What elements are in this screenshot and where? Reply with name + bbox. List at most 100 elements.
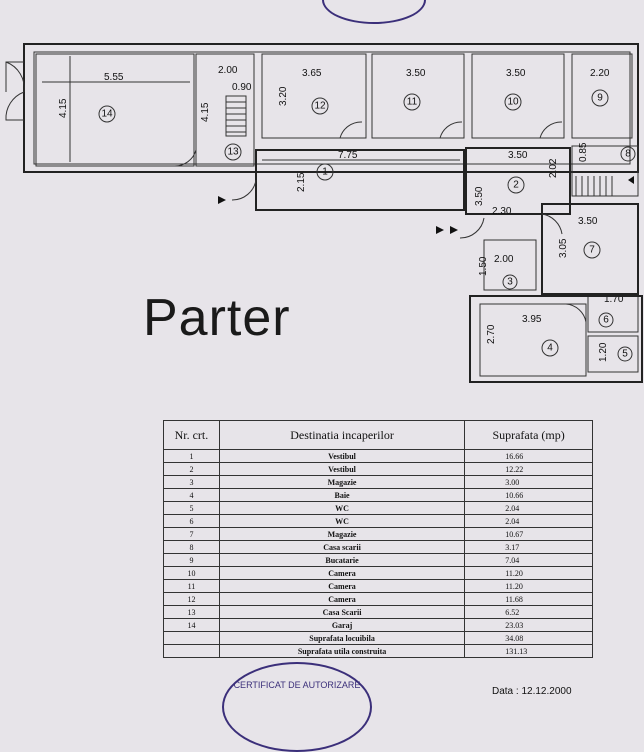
room-3 xyxy=(483,239,537,291)
cell-area: 2.04 xyxy=(464,514,593,528)
room-1-number: 1 xyxy=(322,167,328,178)
cell-nr: 12 xyxy=(163,592,220,606)
top-block-outline xyxy=(23,43,639,173)
room-14-number: 14 xyxy=(101,109,113,120)
dim-r14-h: 4.15 xyxy=(58,98,69,118)
cell-destination: Camera xyxy=(218,579,466,593)
room-11 xyxy=(371,53,465,139)
cell-destination: WC xyxy=(218,514,466,528)
room-8 xyxy=(571,145,639,197)
stairs-8 xyxy=(575,176,613,196)
cell-area: 23.03 xyxy=(464,618,593,632)
cell-destination: Garaj xyxy=(218,618,466,632)
dim-r2-s: 2.02 xyxy=(548,158,559,178)
cell-destination: Suprafata locuibila xyxy=(218,631,466,645)
cell-nr: 3 xyxy=(163,475,220,489)
cell-area: 6.52 xyxy=(464,605,593,619)
dim-r12-h: 3.20 xyxy=(278,86,289,106)
cell-destination: Suprafata utila construita xyxy=(218,644,466,658)
cell-nr: 5 xyxy=(163,501,220,515)
room-13-number: 13 xyxy=(227,147,239,158)
dim-r3-h: 1.50 xyxy=(478,256,489,276)
cell-destination: Baie xyxy=(218,488,466,502)
dim-r4-h: 2.70 xyxy=(486,324,497,344)
cell-nr: 7 xyxy=(163,527,220,541)
cell-area: 131.13 xyxy=(464,644,593,658)
dim-r13-s: 0.90 xyxy=(232,82,252,93)
room-4 xyxy=(479,303,587,377)
page-title: Parter xyxy=(143,289,291,347)
dim-r3-w1: 2.30 xyxy=(492,206,512,217)
dim-r9-w: 2.20 xyxy=(590,68,610,79)
cell-nr: 9 xyxy=(163,553,220,567)
cell-destination: Casa scarii xyxy=(218,540,466,554)
garage-door xyxy=(5,61,25,93)
dim-r3-w2: 2.00 xyxy=(494,254,514,265)
room-7 xyxy=(541,203,639,295)
dim-r13-h: 4.15 xyxy=(200,102,211,122)
cell-nr: 2 xyxy=(163,462,220,476)
room-6-number: 6 xyxy=(603,315,609,326)
cell-area: 10.67 xyxy=(464,527,593,541)
dim-r2-w: 3.50 xyxy=(508,150,528,161)
dim-r12-w: 3.65 xyxy=(302,68,322,79)
cell-area: 11.20 xyxy=(464,579,593,593)
cell-area: 11.20 xyxy=(464,566,593,580)
room-13 xyxy=(195,53,255,167)
cell-destination: Camera xyxy=(218,566,466,580)
cell-destination: Camera xyxy=(218,592,466,606)
table-header-row: Nr. crt. Destinatia incaperilor Suprafat… xyxy=(163,420,593,450)
cell-destination: Casa Scarii xyxy=(218,605,466,619)
dim-r11-w: 3.50 xyxy=(406,68,426,79)
room-3-number: 3 xyxy=(507,277,513,288)
cell-area: 12.22 xyxy=(464,462,593,476)
dim-r2-h: 3.50 xyxy=(474,186,485,206)
cell-destination: Vestibul xyxy=(218,449,466,463)
room-5-number: 5 xyxy=(622,349,628,360)
cell-area: 3.17 xyxy=(464,540,593,554)
dim-r6-w: 1.70 xyxy=(604,294,624,305)
cell-area: 7.04 xyxy=(464,553,593,567)
entrance-arrow xyxy=(218,196,226,204)
dim-r1-w: 7.75 xyxy=(338,150,358,161)
room-5 xyxy=(587,335,639,373)
room-12 xyxy=(261,53,367,139)
dim-r7-h: 3.05 xyxy=(558,238,569,258)
room-14 xyxy=(35,53,195,167)
cell-nr xyxy=(163,631,220,645)
dim-r10-w: 3.50 xyxy=(506,68,526,79)
authorization-stamp: CERTIFICAT DE AUTORIZARE xyxy=(222,662,372,752)
dim-r7-w: 3.50 xyxy=(578,216,598,227)
date-label: Data : 12.12.2000 xyxy=(492,686,572,697)
cell-nr: 8 xyxy=(163,540,220,554)
top-block-inner xyxy=(33,51,631,165)
room-area-table: Nr. crt. Destinatia incaperilor Suprafat… xyxy=(163,420,593,658)
room-11-number: 11 xyxy=(407,97,418,108)
cell-area: 10.66 xyxy=(464,488,593,502)
room-9 xyxy=(571,53,633,139)
dim-r1-h: 2.15 xyxy=(296,172,307,192)
room-8-number: 8 xyxy=(625,149,631,160)
room-9-number: 9 xyxy=(597,93,603,104)
col-header-destination: Destinatia incaperilor xyxy=(218,420,466,450)
room-2-number: 2 xyxy=(513,180,519,191)
cell-destination: Magazie xyxy=(218,527,466,541)
room-12-number: 12 xyxy=(314,101,326,112)
col-header-area: Suprafata (mp) xyxy=(464,420,593,450)
dim-r5-h: 1.20 xyxy=(598,342,609,362)
cell-area: 2.04 xyxy=(464,501,593,515)
dim-r14-w: 5.55 xyxy=(104,72,124,83)
cell-nr: 10 xyxy=(163,566,220,580)
